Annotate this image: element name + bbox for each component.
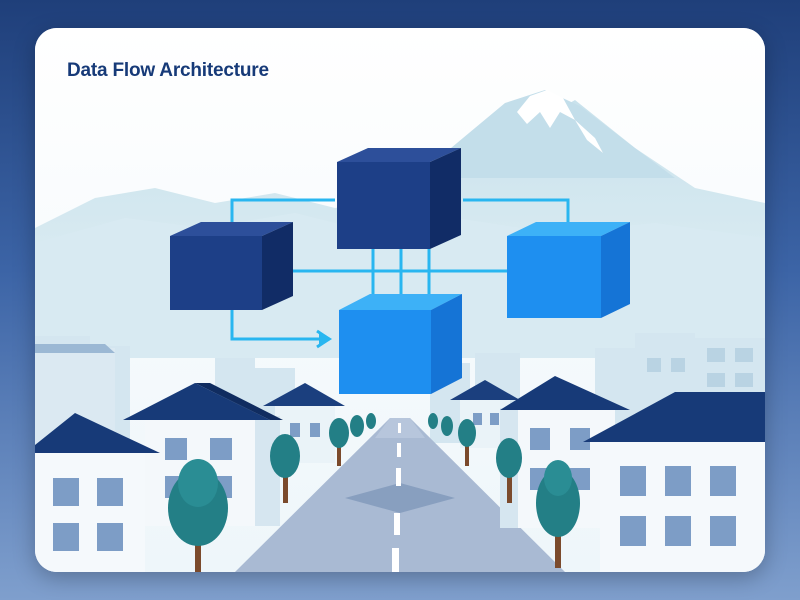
road: [235, 418, 565, 572]
road-shadow: [345, 483, 455, 513]
edge-left-center: [230, 310, 321, 341]
page-title: Data Flow Architecture: [67, 60, 269, 81]
cube-node-right: [507, 222, 630, 318]
arrow-chevron-icon: [316, 329, 332, 349]
edge-left-top: [230, 198, 335, 228]
illustration: [35, 28, 765, 572]
right-houses: [450, 376, 765, 572]
left-houses: [35, 344, 345, 572]
trees: [168, 413, 580, 572]
road-markings: [392, 423, 401, 572]
cube-node-top: [337, 148, 461, 249]
cube-node-center: [339, 294, 462, 394]
diagram-card: Data Flow Architecture: [35, 28, 765, 572]
cube-node-left: [170, 222, 293, 310]
